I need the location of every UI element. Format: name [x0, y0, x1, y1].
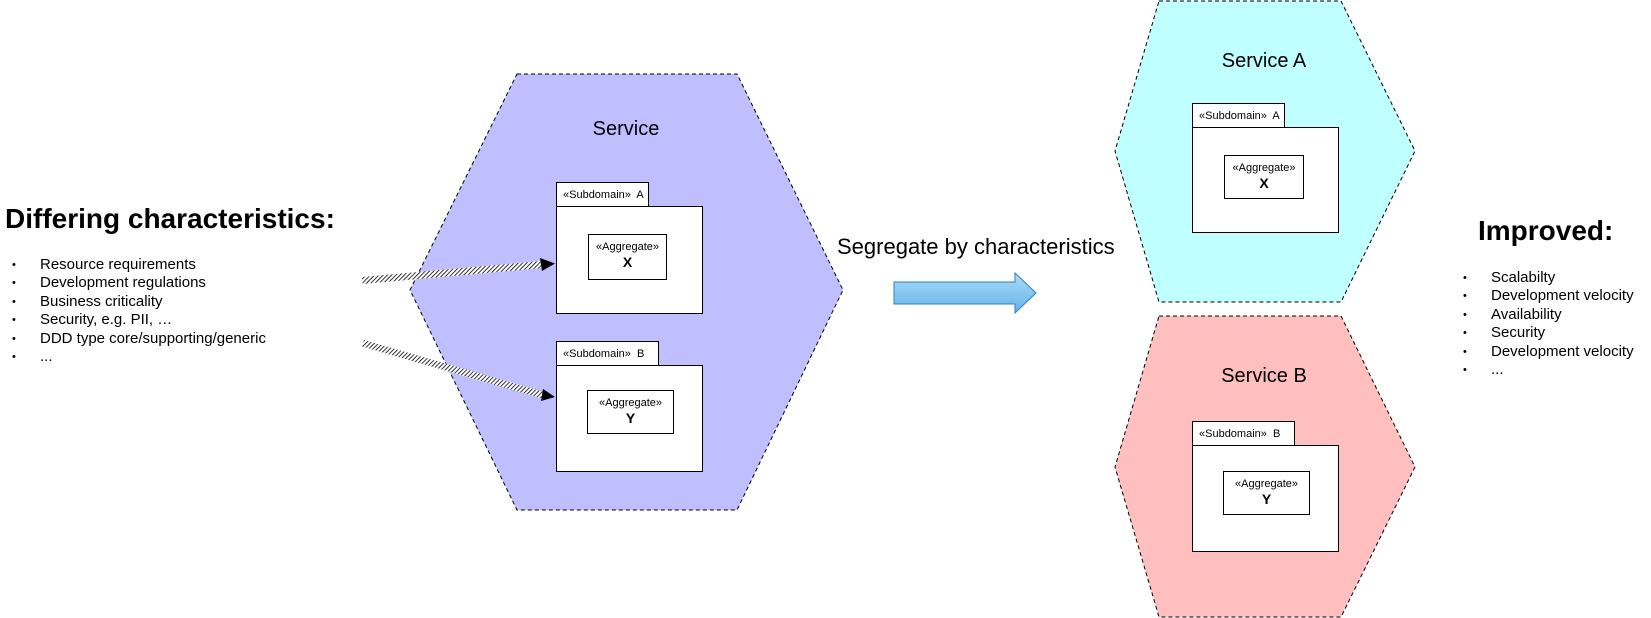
aggregate-stereotype: «Aggregate»: [1235, 478, 1298, 490]
list-item: Resource requirements: [6, 256, 266, 275]
subdomain-tab: «Subdomain» B: [1192, 421, 1295, 445]
aggregate-box: «Aggregate» Y: [587, 390, 674, 434]
subdomain-tab: «Subdomain» B: [556, 341, 659, 365]
subdomain-tab: «Subdomain» A: [556, 182, 649, 206]
aggregate-box: «Aggregate» Y: [1223, 471, 1310, 515]
list-item: Availability: [1457, 306, 1634, 325]
differing-characteristics-heading: Differing characteristics:: [5, 203, 335, 234]
subdomain-name: A: [1272, 110, 1280, 122]
list-item: Development velocity: [1457, 343, 1634, 362]
list-item: ...: [1457, 361, 1634, 380]
list-item: ...: [6, 348, 266, 367]
subdomain-body: «Aggregate» Y: [556, 365, 703, 472]
aggregate-stereotype: «Aggregate»: [596, 241, 659, 253]
subdomain-stereotype: «Subdomain»: [1199, 110, 1267, 122]
subdomain-name: B: [637, 348, 645, 360]
aggregate-name: Y: [1261, 491, 1272, 507]
subdomain-stereotype: «Subdomain»: [563, 189, 631, 201]
aggregate-box: «Aggregate» X: [588, 234, 667, 280]
list-item: Scalabilty: [1457, 269, 1634, 288]
subdomain-tab: «Subdomain» A: [1192, 103, 1285, 127]
list-item: DDD type core/supporting/generic: [6, 330, 266, 349]
aggregate-name: X: [1259, 175, 1269, 191]
service-b-title: Service B: [1221, 365, 1307, 387]
list-item: Security: [1457, 324, 1634, 343]
subdomain-name: B: [1273, 428, 1281, 440]
subdomain-stereotype: «Subdomain»: [563, 348, 631, 360]
list-item: Business criticality: [6, 293, 266, 312]
list-item: Development regulations: [6, 274, 266, 293]
subdomain-body: «Aggregate» X: [556, 206, 703, 314]
aggregate-box: «Aggregate» X: [1224, 155, 1304, 199]
segregate-label: Segregate by characteristics: [837, 234, 1115, 259]
aggregate-stereotype: «Aggregate»: [1232, 162, 1296, 174]
list-item: Security, e.g. PII, …: [6, 311, 266, 330]
subdomain-stereotype: «Subdomain»: [1199, 428, 1267, 440]
subdomain-body: «Aggregate» X: [1192, 127, 1339, 233]
aggregate-name: X: [622, 254, 633, 270]
service-a-title: Service A: [1221, 50, 1307, 72]
subdomain-name: A: [636, 189, 644, 201]
hatched-arrow-to-subdomain-b: [362, 340, 555, 401]
improved-heading: Improved:: [1478, 215, 1614, 246]
list-item: Development velocity: [1457, 287, 1634, 306]
service-title: Service: [592, 118, 660, 140]
aggregate-stereotype: «Aggregate»: [599, 397, 662, 409]
subdomain-body: «Aggregate» Y: [1192, 445, 1339, 552]
improved-list: Scalabilty Development velocity Availabi…: [1457, 269, 1634, 380]
differing-characteristics-list: Resource requirements Development regula…: [6, 256, 266, 367]
aggregate-name: Y: [625, 410, 636, 426]
segregate-block-arrow: [893, 271, 1037, 315]
hatched-arrow-to-subdomain-a: [362, 258, 555, 284]
